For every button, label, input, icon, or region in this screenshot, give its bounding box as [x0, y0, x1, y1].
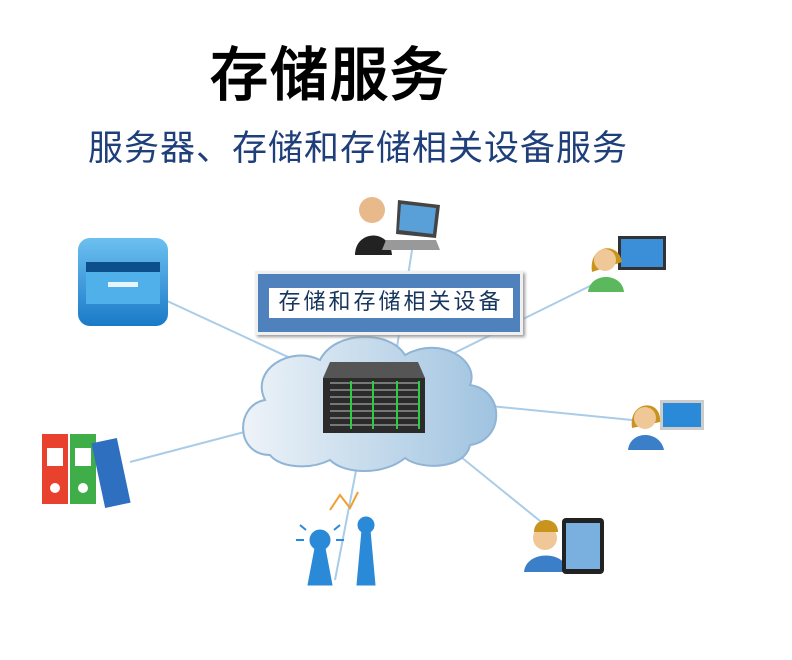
binders-icon [42, 434, 131, 508]
file-cabinet-icon [78, 238, 168, 326]
woman-headset-monitor-icon [628, 400, 704, 450]
center-label-box: 存储和存储相关设备 [255, 271, 523, 335]
line-antenna [334, 449, 361, 581]
man-tablet-icon [524, 518, 604, 574]
page-title: 存储服务 [210, 41, 451, 109]
page-subtitle: 服务器、存储和存储相关设备服务 [88, 129, 629, 169]
man-laptop-icon [355, 197, 440, 255]
antenna-icon [296, 491, 376, 586]
line-headset [479, 404, 633, 421]
server-rack-icon [323, 362, 425, 433]
center-label: 存储和存储相关设备 [269, 288, 513, 318]
woman-monitor-icon [588, 236, 666, 292]
